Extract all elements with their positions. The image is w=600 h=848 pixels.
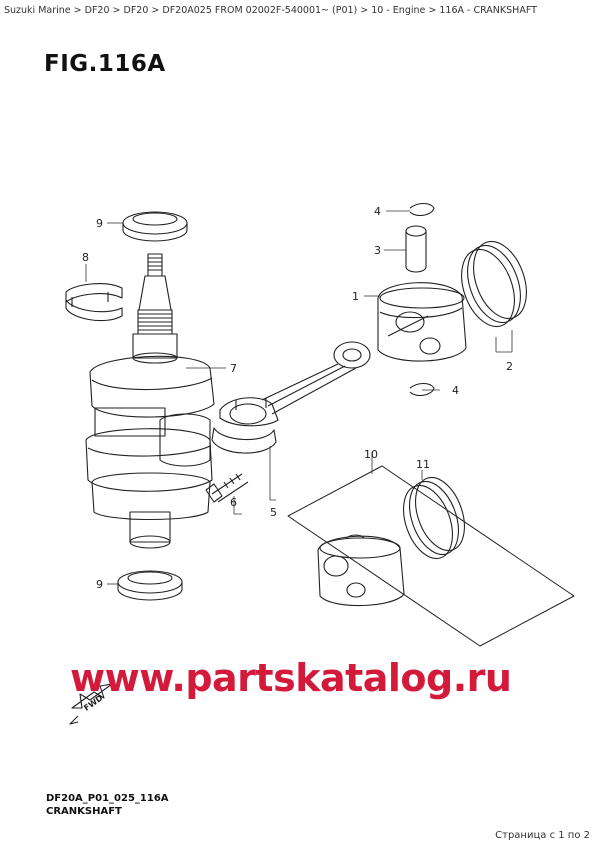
callout-6: 6 (230, 496, 237, 509)
oil-seal-top (122, 211, 188, 242)
piston-kit (317, 534, 405, 607)
piston-rings-kit (403, 476, 465, 560)
leader-lines (85, 210, 513, 585)
piston-pin (405, 225, 427, 273)
watermark: www.partskatalog.ru (70, 656, 512, 700)
rod-bolt (205, 473, 249, 503)
oil-seal-bottom (117, 570, 183, 601)
callout-9-bottom: 9 (96, 578, 103, 591)
fwd-arrow-icon (69, 683, 113, 725)
callout-9-top: 9 (96, 217, 103, 230)
connecting-rod (211, 341, 371, 454)
callout-4-top: 4 (374, 205, 381, 218)
bearing-shells (65, 283, 123, 322)
callout-3: 3 (374, 244, 381, 257)
piston-kit-box (287, 465, 575, 647)
callout-11: 11 (416, 458, 430, 471)
figure-title: FIG.116A (44, 51, 166, 77)
callout-2: 2 (506, 360, 513, 373)
callout-1: 1 (352, 290, 359, 303)
diagram-code: DF20A_P01_025_116A (46, 793, 169, 804)
circlip-bottom (409, 382, 435, 397)
callout-labels: 9 8 4 3 1 2 4 7 6 5 9 10 11 FWD (82, 205, 513, 713)
callout-5: 5 (270, 506, 277, 519)
piston (377, 282, 467, 362)
callout-7: 7 (230, 362, 237, 375)
callout-10: 10 (364, 448, 378, 461)
crankshaft (85, 253, 215, 549)
circlip-top (409, 202, 435, 217)
breadcrumb[interactable]: Suzuki Marine > DF20 > DF20 > DF20A025 F… (4, 5, 537, 16)
callout-4-bottom: 4 (452, 384, 459, 397)
pager: Страница с 1 по 2 (495, 830, 590, 841)
piston-rings (461, 240, 527, 328)
diagram-caption: CRANKSHAFT (46, 806, 122, 817)
callout-8: 8 (82, 251, 89, 264)
